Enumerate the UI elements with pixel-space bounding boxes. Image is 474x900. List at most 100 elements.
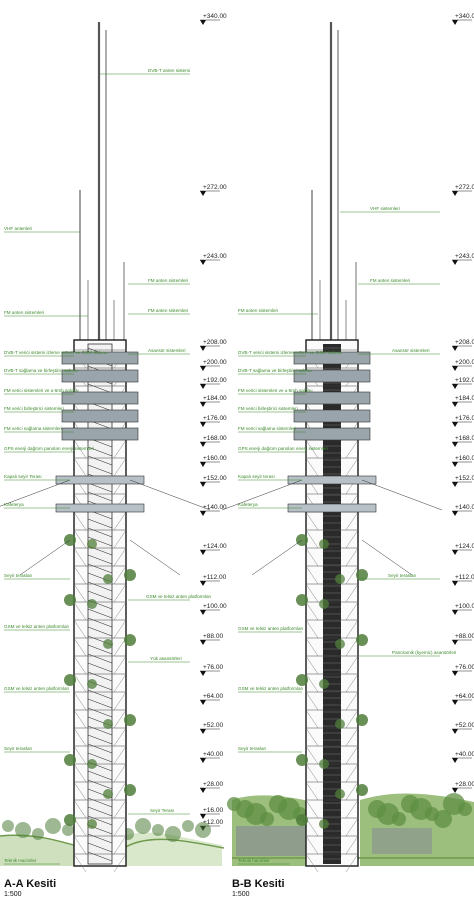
level-triangle xyxy=(452,402,458,407)
stair-flight xyxy=(87,590,113,601)
level-label: +16.00 xyxy=(203,807,223,814)
brace xyxy=(305,547,319,567)
level-triangle xyxy=(452,482,458,487)
brace xyxy=(345,799,359,819)
level-label: +160.00 xyxy=(455,455,474,462)
level-triangle xyxy=(200,20,206,25)
level-label: +28.00 xyxy=(455,781,474,788)
brace xyxy=(73,799,87,819)
landscape-tree xyxy=(260,812,274,826)
level-label: +64.00 xyxy=(203,693,223,700)
cable xyxy=(251,539,303,576)
level-label: +88.00 xyxy=(203,633,223,640)
annotation-label: Yük asansörleri xyxy=(150,656,182,661)
stair-flight xyxy=(87,563,113,574)
annotation-label: Asansör sistemleri xyxy=(392,348,430,353)
brace xyxy=(305,457,319,477)
stair-flight xyxy=(87,797,113,808)
level-label: +12.00 xyxy=(203,819,223,826)
annotation-label: Seyir terasları xyxy=(238,746,266,751)
level-triangle xyxy=(452,640,458,645)
brace xyxy=(113,673,127,693)
annotation-label: VHF sistemleri xyxy=(370,206,400,211)
level-triangle xyxy=(200,366,206,371)
level-triangle xyxy=(452,366,458,371)
level-label: +340.00 xyxy=(203,13,227,20)
brace xyxy=(113,655,127,675)
brace xyxy=(113,691,127,711)
brace xyxy=(113,745,127,765)
level-label: +40.00 xyxy=(455,751,474,758)
terrace-tree xyxy=(64,674,76,686)
brace xyxy=(345,727,359,747)
level-label: +168.00 xyxy=(203,435,227,442)
annotation-label: GPS enerji dağıtım panoları enerji siste… xyxy=(4,446,94,451)
level-label: +28.00 xyxy=(203,781,223,788)
brace xyxy=(73,781,87,801)
level-label: +168.00 xyxy=(455,435,474,442)
level-triangle xyxy=(452,462,458,467)
equipment-pod xyxy=(61,427,139,441)
brace xyxy=(73,619,87,639)
brace xyxy=(345,583,359,603)
level-triangle xyxy=(200,422,206,427)
brace xyxy=(73,547,87,567)
terrace-tree xyxy=(356,569,368,581)
brace xyxy=(305,691,319,711)
level-label: +200.00 xyxy=(203,359,227,366)
brace xyxy=(113,781,127,801)
brace xyxy=(345,673,359,693)
level-triangle xyxy=(200,511,206,516)
stair-flight xyxy=(87,779,113,790)
level-triangle xyxy=(200,814,206,819)
level-triangle xyxy=(200,581,206,586)
brace xyxy=(113,529,127,549)
level-triangle xyxy=(200,402,206,407)
annotation-label: FM anten sistemleri xyxy=(148,278,188,283)
tower-a xyxy=(0,22,211,873)
annotation-label: FM verici sistemleri ve u-6mh salonu xyxy=(238,388,313,393)
brace xyxy=(305,511,319,531)
brace xyxy=(305,817,319,837)
cable xyxy=(221,479,303,511)
brace xyxy=(345,565,359,585)
level-triangle xyxy=(452,191,458,196)
level-triangle xyxy=(200,384,206,389)
level-label: +140.00 xyxy=(203,504,227,511)
level-triangle xyxy=(452,511,458,516)
brace xyxy=(113,511,127,531)
annotation-label: FM verici birleştirici sistemleri xyxy=(238,406,298,411)
brace xyxy=(305,709,319,729)
brace xyxy=(345,763,359,783)
brace xyxy=(73,709,87,729)
level-triangle xyxy=(452,581,458,586)
stair-flight xyxy=(87,806,113,817)
brace xyxy=(73,763,87,783)
level-triangle xyxy=(452,729,458,734)
terrace-tree xyxy=(335,789,345,799)
brace xyxy=(305,583,319,603)
annotation-label: FM verici sağlama sistemleri xyxy=(4,426,62,431)
stair-flight xyxy=(87,842,113,853)
brace xyxy=(73,511,87,531)
annotation-label: FM verici birleştirici sistemleri xyxy=(4,406,64,411)
stair-flight xyxy=(87,671,113,682)
level-label: +76.00 xyxy=(203,664,223,671)
annotation-label: FM anten sistemleri xyxy=(4,310,44,315)
terrace-tree xyxy=(335,574,345,584)
level-label: +340.00 xyxy=(455,13,474,20)
brace xyxy=(113,835,127,855)
shrub xyxy=(15,822,31,838)
brace xyxy=(73,439,87,459)
stair-flight xyxy=(87,626,113,637)
section-a-title: A-A Kesiti xyxy=(4,878,57,890)
level-markers-a: +340.00+272.00+243.00+208.00+200.00+192.… xyxy=(200,13,227,831)
landscape-tree xyxy=(458,802,472,816)
plaza-block xyxy=(236,826,316,856)
brace xyxy=(345,637,359,657)
equipment-pod xyxy=(293,427,371,441)
level-label: +100.00 xyxy=(455,603,474,610)
brace xyxy=(113,601,127,621)
level-label: +243.00 xyxy=(455,253,474,260)
level-label: +140.00 xyxy=(455,504,474,511)
